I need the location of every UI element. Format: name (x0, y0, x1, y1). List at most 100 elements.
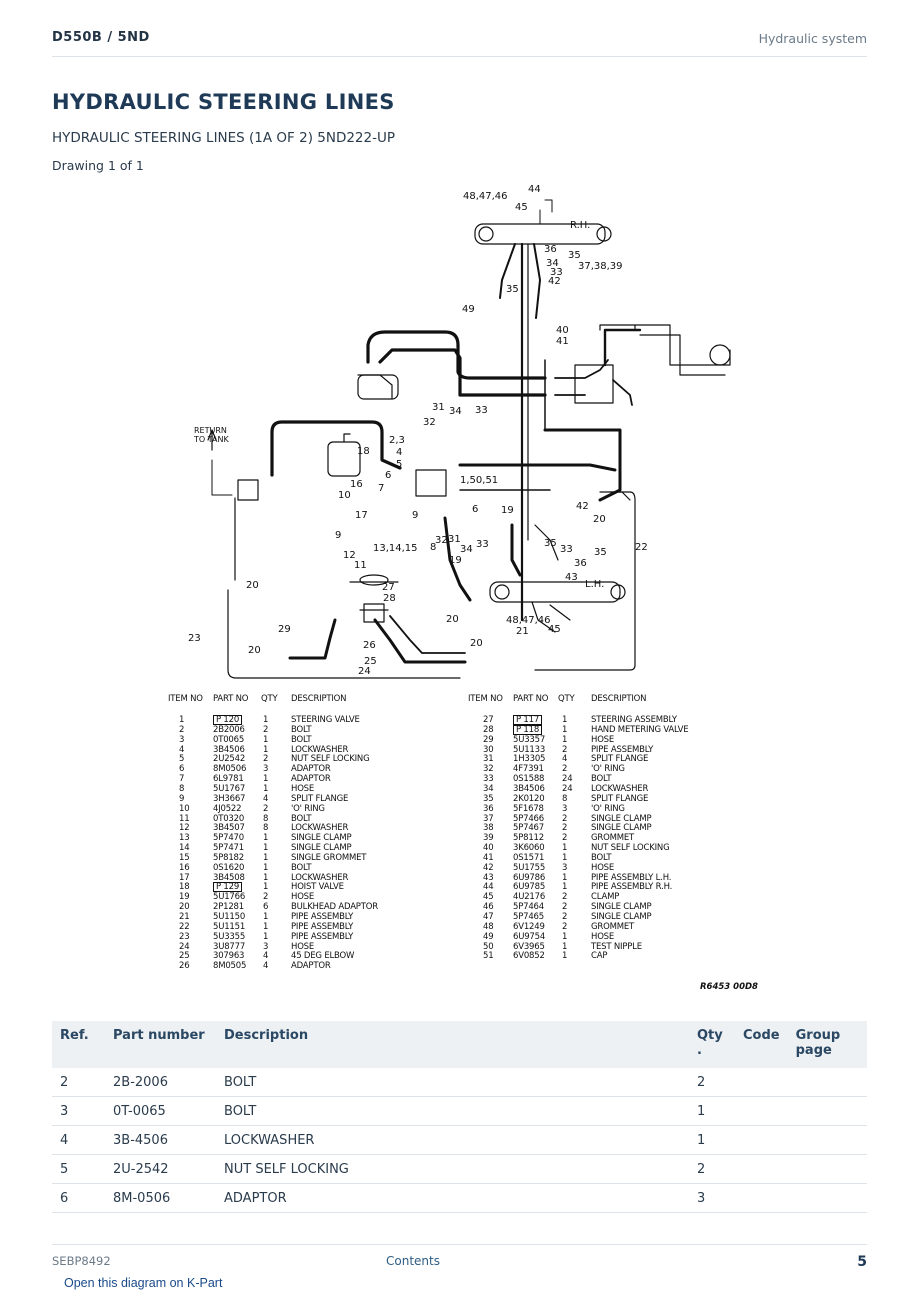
pl-header-desc: DESCRIPTION (291, 694, 347, 704)
contents-link[interactable]: Contents (386, 1254, 440, 1268)
parts-list-item-no: 11 (179, 813, 190, 824)
parts-list-qty: 1 (562, 724, 568, 735)
open-kpart-link[interactable]: Open this diagram on K-Part (64, 1276, 223, 1290)
parts-list-item-no: 29 (483, 734, 494, 745)
svg-text:25: 25 (364, 656, 377, 667)
parts-list-part-no: P 120 (213, 715, 243, 725)
parts-list-qty: 8 (562, 793, 568, 804)
parts-list-description: CAP (591, 951, 608, 962)
cell-group (787, 1068, 867, 1097)
svg-text:32: 32 (435, 535, 448, 546)
parts-list-description: HOSE (591, 734, 615, 745)
svg-text:33: 33 (550, 267, 563, 278)
parts-list-qty: 2 (263, 803, 269, 814)
parts-list-qty: 1 (263, 862, 269, 873)
svg-text:RETURN: RETURN (194, 426, 227, 435)
cell-code (735, 1183, 788, 1213)
svg-text:6: 6 (385, 470, 391, 481)
svg-text:20: 20 (470, 638, 483, 649)
parts-list-item-no: 46 (483, 902, 494, 913)
parts-list-description: PIPE ASSEMBLY (291, 912, 354, 922)
parts-list-description: HOSE (591, 931, 615, 942)
parts-list-description: SPLIT FLANGE (591, 793, 649, 804)
cell-qty: 3 (689, 1183, 735, 1213)
svg-text:34: 34 (449, 406, 462, 417)
svg-text:33: 33 (475, 405, 488, 416)
svg-text:21: 21 (516, 626, 529, 637)
parts-list-qty: 1 (562, 882, 568, 893)
parts-list-qty: 1 (263, 783, 269, 794)
cell-ref: 6 (52, 1183, 105, 1213)
parts-list-part-no: 5U1755 (513, 862, 546, 873)
parts-list-qty: 2 (562, 764, 568, 775)
cell-desc: LOCKWASHER (216, 1125, 689, 1155)
svg-text:12: 12 (343, 550, 356, 561)
svg-text:44: 44 (528, 184, 541, 195)
parts-list-part-no: 2U2542 (213, 754, 246, 765)
parts-list-qty: 3 (263, 941, 269, 952)
svg-text:40: 40 (556, 325, 569, 336)
svg-text:20: 20 (246, 580, 259, 591)
parts-list-qty: 8 (263, 813, 269, 824)
cell-ref: 5 (52, 1154, 105, 1184)
parts-list-part-no: 5P7466 (513, 813, 544, 824)
parts-list-item-no: 34 (483, 783, 494, 794)
parts-list-item-no: 1 (179, 715, 185, 725)
parts-list-part-no: 4F7391 (513, 764, 544, 775)
svg-text:28: 28 (383, 593, 396, 604)
parts-list-part-no: 3H3667 (213, 793, 246, 804)
parts-list-part-no: 5P7467 (513, 823, 544, 834)
parts-list-item-no: 2 (179, 724, 185, 735)
parts-list-qty: 3 (263, 764, 269, 775)
svg-text:35: 35 (594, 547, 607, 558)
parts-list-description: SINGLE CLAMP (591, 912, 652, 922)
parts-list-description: PIPE ASSEMBLY L.H. (591, 872, 672, 883)
svg-text:24: 24 (358, 666, 371, 677)
parts-list-qty: 3 (562, 862, 568, 873)
parts-list-qty: 1 (562, 931, 568, 942)
svg-text:10: 10 (338, 490, 351, 501)
parts-list-qty: 2 (263, 892, 269, 903)
parts-list-item-no: 43 (483, 872, 494, 883)
parts-list-part-no: 5P8112 (513, 833, 544, 844)
cell-desc: ADAPTOR (216, 1183, 689, 1213)
parts-list-item-no: 18 (179, 882, 190, 893)
parts-list-description: BOLT (591, 852, 612, 863)
parts-list-description: 45 DEG ELBOW (291, 951, 355, 962)
parts-list-item-no: 42 (483, 862, 494, 873)
svg-text:22: 22 (635, 542, 648, 553)
svg-text:33: 33 (476, 539, 489, 550)
parts-list-description: BOLT (291, 734, 312, 745)
svg-text:17: 17 (355, 510, 368, 521)
parts-list-item-no: 32 (483, 764, 494, 775)
svg-text:11: 11 (354, 560, 367, 571)
svg-text:TO TANK: TO TANK (193, 435, 229, 444)
parts-list-part-no: 5U1151 (213, 921, 246, 932)
parts-list-description: CLAMP (591, 892, 620, 903)
parts-list-description: SINGLE CLAMP (591, 902, 652, 913)
parts-list-item-no: 26 (179, 961, 190, 972)
parts-list-item-no: 3 (179, 734, 185, 745)
